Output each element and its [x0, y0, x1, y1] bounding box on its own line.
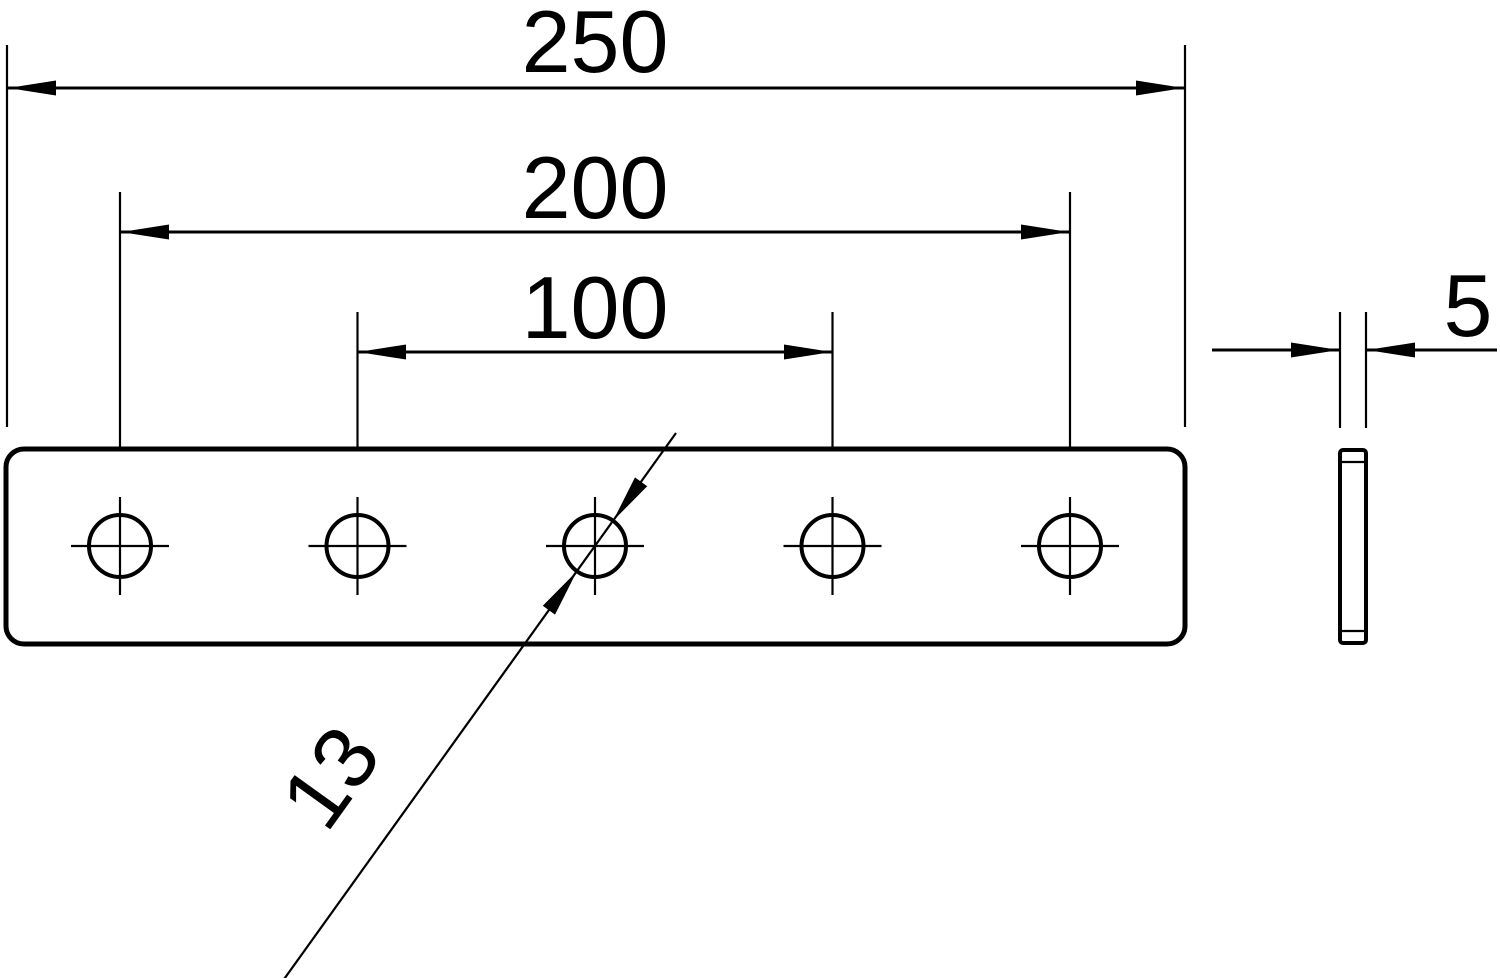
leader-line [283, 432, 677, 978]
hole-1 [71, 497, 169, 595]
arrowhead-left [1291, 342, 1339, 358]
dimension-label-thickness: 5 [1444, 256, 1493, 355]
dimension-overall-length: 250 [5, 0, 1187, 427]
arrowhead-right [784, 344, 832, 360]
side-view-outline [1338, 448, 1368, 645]
arrowhead-left [358, 344, 406, 360]
leader-arrowhead-lower [542, 571, 577, 615]
dimension-inner-hole-spacing: 100 [356, 258, 834, 447]
hole-diameter-callout: 13 [261, 432, 677, 978]
plate-front-view [3, 446, 1188, 647]
dimension-label-hole-diameter: 13 [261, 709, 399, 846]
hole-2 [308, 497, 407, 595]
leader-arrowhead-upper [613, 477, 648, 521]
dimension-outer-hole-spacing: 200 [118, 138, 1072, 447]
arrowhead-left [8, 80, 56, 96]
dimension-label-inner-hole-spacing: 100 [522, 258, 669, 357]
dimension-label-outer-hole-spacing: 200 [522, 138, 669, 237]
dimension-thickness: 5 [1212, 256, 1497, 428]
arrowhead-right [1136, 80, 1184, 96]
dimension-label-overall-length: 250 [522, 0, 669, 91]
arrowhead-right [1021, 224, 1069, 240]
plate-side-view [1338, 448, 1368, 645]
arrowhead-left [121, 224, 169, 240]
hole-5 [1021, 497, 1119, 595]
arrowhead-right [1367, 342, 1415, 358]
hole-4 [783, 497, 882, 595]
